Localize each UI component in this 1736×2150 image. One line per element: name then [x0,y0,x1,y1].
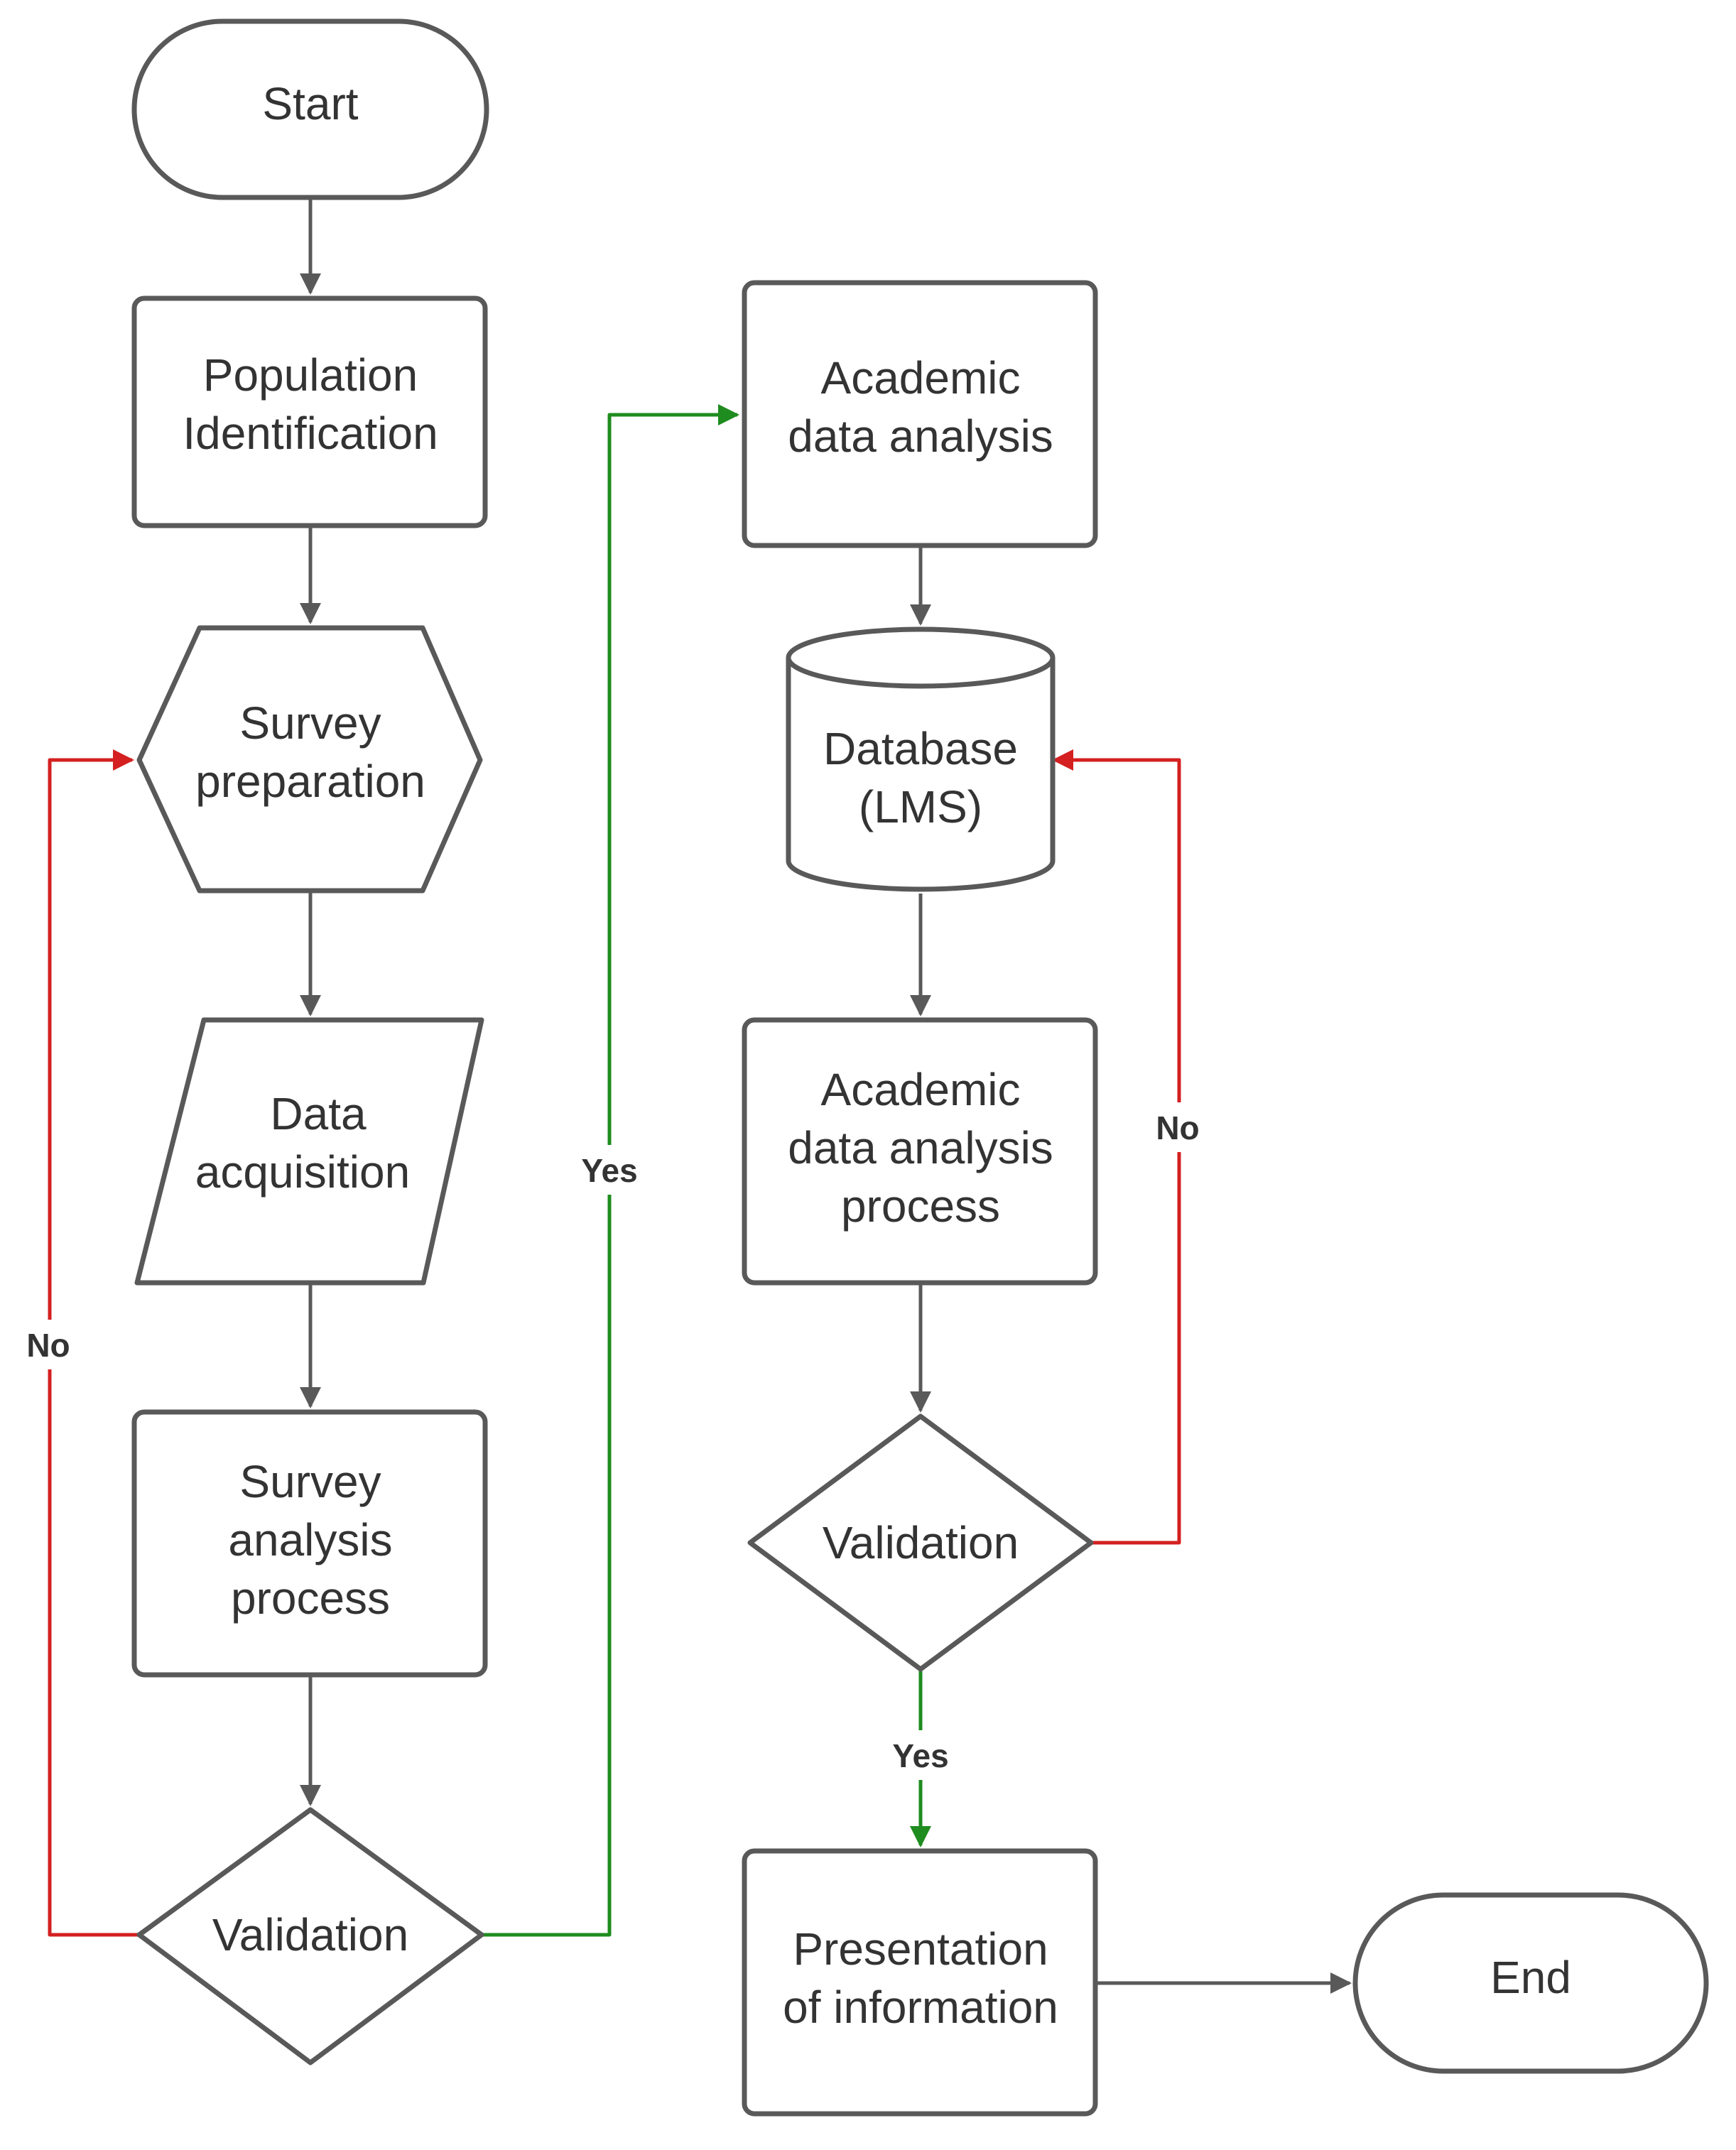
population-identification-node: Population Identification [131,295,488,528]
validation-1-decision: Validation [136,1807,484,2065]
academic-data-analysis-process-label-line2: data analysis [788,1122,1053,1173]
academic-data-analysis-node: Academic data analysis [742,280,1098,548]
database-lms-label-line1: Database [823,723,1018,774]
academic-data-analysis-process-node: Academic data analysis process [742,1017,1098,1286]
academic-data-analysis-process-label-line1: Academic [821,1064,1021,1115]
edge-label-yes-bottom: Yes [892,1737,948,1774]
edge-label-no-right: No [1156,1109,1199,1146]
edge-label-bg-no-left [16,1320,84,1369]
edge-label-no-left: No [26,1327,70,1364]
survey-preparation-label-line1: Survey [239,697,381,749]
survey-analysis-process-label-line2: analysis [228,1514,392,1565]
survey-analysis-process-label-line3: process [231,1573,390,1624]
database-lms-node: Database (LMS) [786,626,1056,892]
academic-data-analysis-label-line1: Academic [821,352,1021,403]
validation-2-label: Validation [823,1517,1019,1568]
presentation-label-line1: Presentation [793,1923,1048,1975]
start-label: Start [262,78,358,129]
edge-label-bg-no-right [1145,1102,1213,1152]
academic-data-analysis-process-label-line3: process [841,1180,1000,1232]
start-node: Start [131,18,489,200]
database-lms-label-line2: (LMS) [859,781,982,832]
edge-label-bg-yes-middle [568,1145,651,1195]
edge-label-bg-yes-bottom [879,1730,962,1780]
survey-preparation-node: Survey preparation [136,625,483,894]
population-identification-label-line1: Population [203,349,418,401]
population-identification-label-line2: Identification [183,408,438,459]
validation-1-label: Validation [212,1909,408,1960]
data-acquisition-node: Data acquisition [134,1017,484,1286]
validation-2-decision: Validation [747,1413,1094,1672]
data-acquisition-label-line2: acquisition [195,1146,410,1198]
edge-label-yes-middle: Yes [581,1152,637,1189]
data-acquisition-label-line1: Data [270,1088,367,1139]
end-node: End [1352,1892,1709,2074]
end-label: End [1490,1952,1571,2003]
survey-preparation-label-line2: preparation [195,756,425,807]
survey-analysis-process-node: Survey analysis process [131,1409,488,1678]
presentation-label-line2: of information [783,1982,1058,2033]
survey-analysis-process-label-line1: Survey [239,1456,381,1507]
presentation-of-information-node: Presentation of information [742,1848,1098,2117]
academic-data-analysis-label-line2: data analysis [788,411,1053,462]
